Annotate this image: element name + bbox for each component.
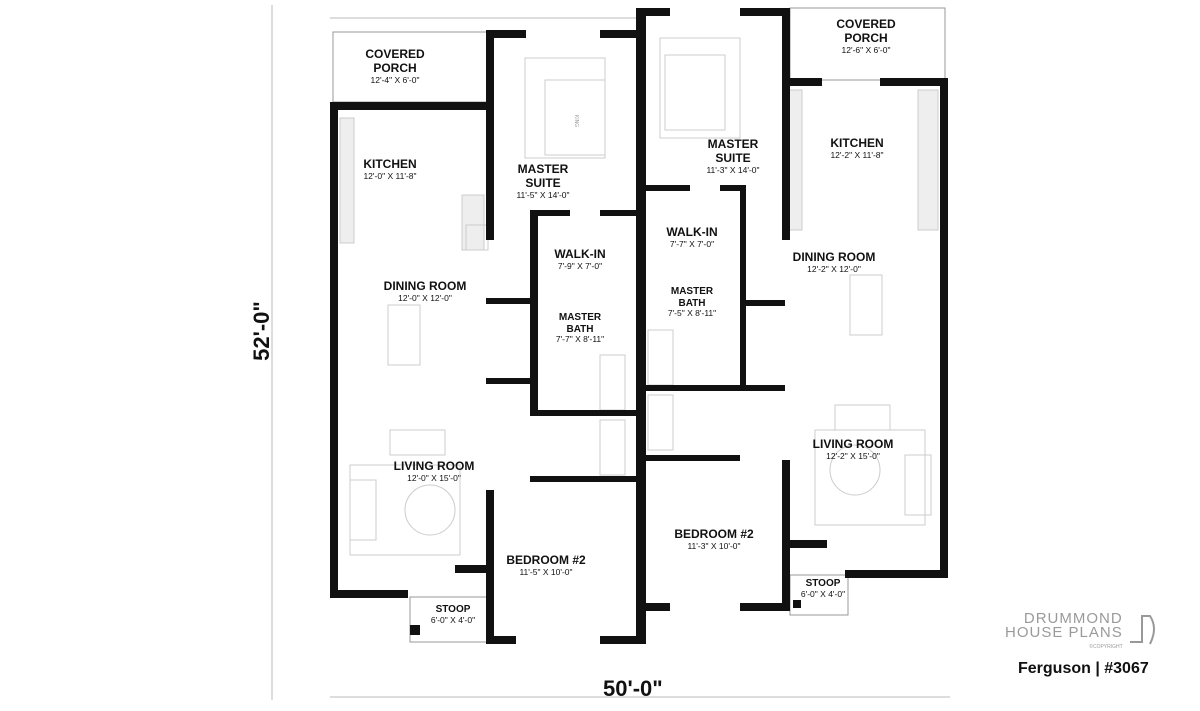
drummond-logo: DRUMMOND HOUSE PLANS ©COPYRIGHT xyxy=(1005,610,1123,654)
furniture xyxy=(339,37,939,556)
bed-label: KING xyxy=(573,114,580,128)
dimension-lines xyxy=(271,5,950,700)
walls xyxy=(330,8,948,644)
logo-line-1: DRUMMOND xyxy=(1023,610,1123,627)
plan-name: Ferguson | #3067 xyxy=(1018,660,1149,677)
width-dimension: 50'-0" xyxy=(603,676,663,701)
logo-copyright: ©COPYRIGHT xyxy=(1089,644,1123,650)
logo-line-2: HOUSE PLANS xyxy=(1005,624,1123,641)
porch-outlines xyxy=(332,7,946,643)
depth-dimension: 52'-0" xyxy=(248,301,274,361)
logo-mark-icon xyxy=(1130,615,1155,645)
